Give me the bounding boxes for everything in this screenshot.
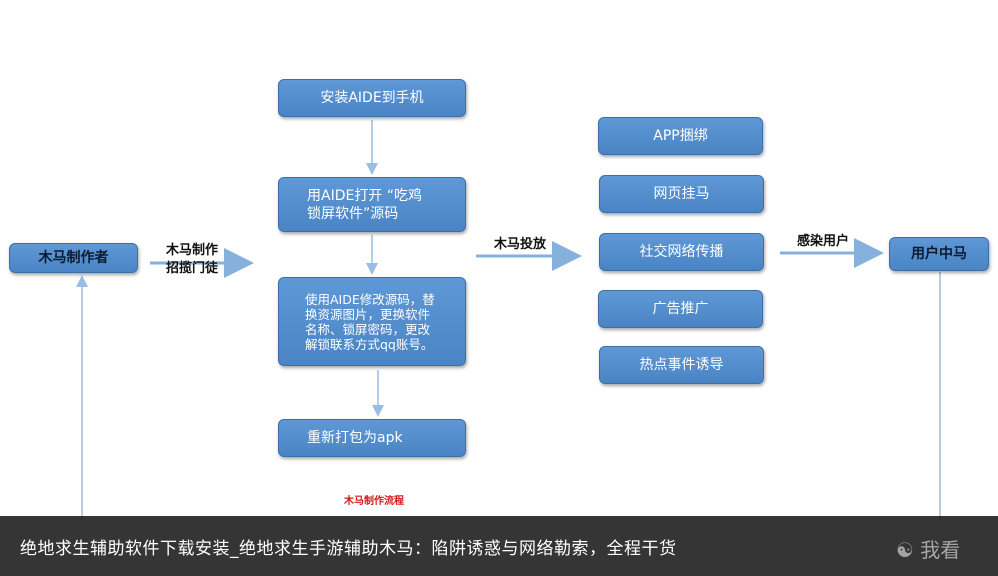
node-trojan-maker: 木马制作者 xyxy=(9,243,138,273)
node-app-bundle: APP捆绑 xyxy=(598,117,763,155)
node-open-source: 用AIDE打开 “吃鸡 锁屏软件”源码 xyxy=(278,177,466,232)
edge-label-make-recruit: 木马制作 招揽门徒 xyxy=(166,243,219,276)
caption-bar xyxy=(0,516,998,576)
article-title: 绝地求生辅助软件下载安装_绝地求生手游辅助木马：陷阱诱惑与网络勒索，全程干货 xyxy=(20,539,677,559)
node-user-infected: 用户中马 xyxy=(889,237,989,271)
node-modify-source: 使用AIDE修改源码，替 换资源图片，更换软件 名称、锁屏密码，更改 解锁联系方… xyxy=(278,277,466,366)
watermark-text: 我看 xyxy=(920,538,961,562)
node-social-spread-text: 社交网络传播 xyxy=(639,244,724,260)
node-social-spread: 社交网络传播 xyxy=(599,233,764,271)
node-open-source-text: 用AIDE打开 “吃鸡 锁屏软件”源码 xyxy=(307,187,423,222)
flow-caption: 木马制作流程 xyxy=(344,496,404,507)
weibo-icon: ☯ xyxy=(896,538,914,562)
edge-label-infect: 感染用户 xyxy=(797,234,850,249)
node-install-aide-text: 安装AIDE到手机 xyxy=(320,90,424,106)
node-install-aide: 安装AIDE到手机 xyxy=(278,79,466,117)
node-modify-source-text: 使用AIDE修改源码，替 换资源图片，更换软件 名称、锁屏密码，更改 解锁联系方… xyxy=(305,291,435,352)
node-app-bundle-text: APP捆绑 xyxy=(653,128,708,144)
node-ad-promo: 广告推广 xyxy=(598,290,763,328)
node-hot-event: 热点事件诱导 xyxy=(599,346,764,384)
node-repack-apk: 重新打包为apk xyxy=(278,419,466,457)
node-trojan-maker-text: 木马制作者 xyxy=(38,250,109,266)
node-user-infected-text: 用户中马 xyxy=(911,246,967,262)
node-webpage-hang: 网页挂马 xyxy=(599,175,764,213)
node-ad-promo-text: 广告推广 xyxy=(652,301,709,317)
watermark-logo: ☯ 我看 xyxy=(896,534,960,563)
edge-label-deploy: 木马投放 xyxy=(494,237,547,252)
node-webpage-hang-text: 网页挂马 xyxy=(653,186,710,202)
node-repack-apk-text: 重新打包为apk xyxy=(307,430,403,446)
node-hot-event-text: 热点事件诱导 xyxy=(639,357,724,373)
